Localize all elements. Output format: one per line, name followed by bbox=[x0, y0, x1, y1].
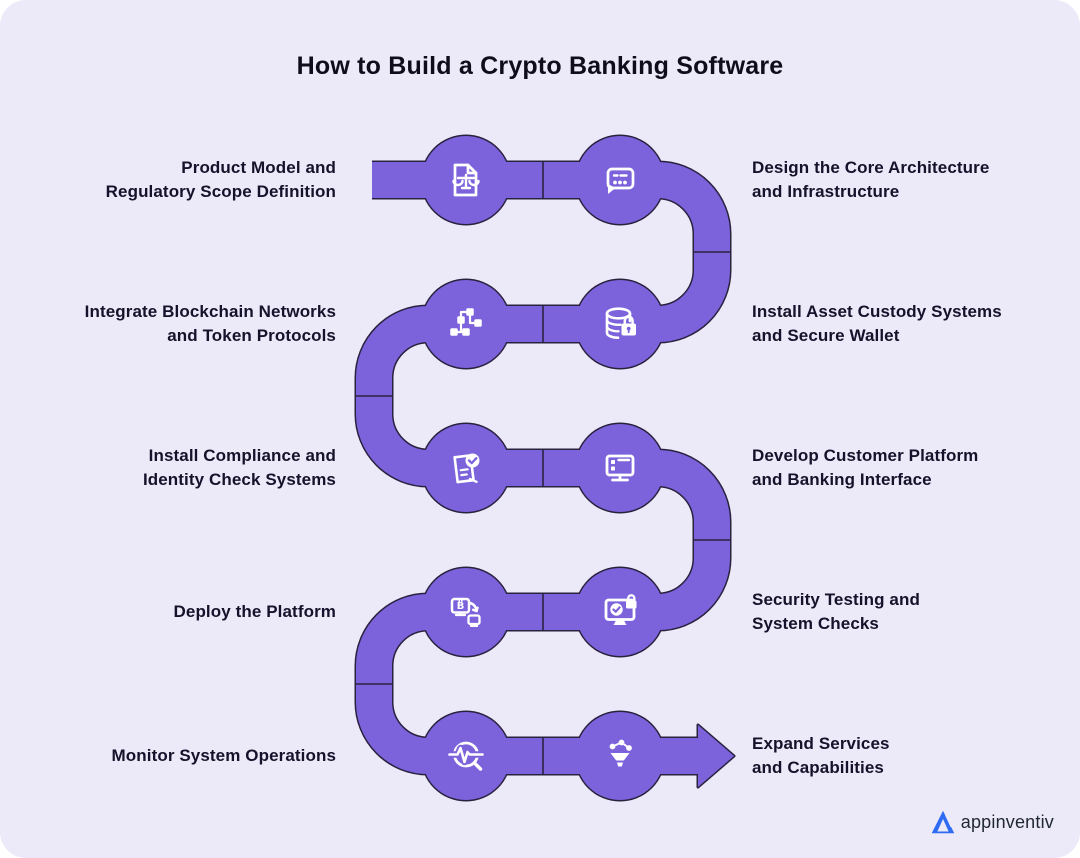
bitcoin-glyph: B bbox=[457, 601, 465, 612]
security-check-monitor-icon bbox=[604, 594, 637, 625]
label-asset-custody: Install Asset Custody Systems and Secure… bbox=[752, 302, 1002, 345]
database-lock-icon bbox=[605, 307, 636, 339]
label-compliance-identity: Install Compliance and Identity Check Sy… bbox=[142, 446, 336, 489]
logo-text: appinventiv bbox=[960, 811, 1054, 832]
label-product-model: Product Model and Regulatory Scope Defin… bbox=[105, 158, 336, 201]
expand-funnel-icon bbox=[609, 739, 632, 767]
banking-monitor-icon bbox=[605, 454, 635, 482]
label-monitor-operations: Monitor System Operations bbox=[111, 746, 336, 765]
label-expand-services: Expand Services and Capabilities bbox=[752, 734, 890, 777]
bitcoin-deploy-icon: B bbox=[450, 597, 481, 627]
flow-path bbox=[356, 136, 734, 800]
document-scales-icon bbox=[452, 163, 480, 197]
blueprint-chat-icon bbox=[606, 167, 635, 194]
segment-dividers bbox=[356, 162, 730, 774]
label-security-testing: Security Testing and System Checks bbox=[752, 590, 920, 633]
compliance-check-icon bbox=[453, 453, 480, 484]
label-core-architecture: Design the Core Architecture and Infrast… bbox=[752, 158, 990, 201]
step-node-customer-platform bbox=[576, 424, 664, 512]
page-title: How to Build a Crypto Banking Software bbox=[296, 52, 784, 80]
label-blockchain-networks: Integrate Blockchain Networks and Token … bbox=[84, 302, 336, 345]
appinventiv-logo: appinventiv bbox=[930, 808, 1054, 836]
step-node-compliance-identity bbox=[422, 424, 510, 512]
step-node-core-architecture bbox=[576, 136, 664, 224]
pulse-monitor-icon bbox=[446, 741, 486, 771]
arrow-end-icon bbox=[698, 725, 734, 787]
appinventiv-logo-icon bbox=[931, 810, 955, 834]
blockchain-nodes-icon bbox=[450, 308, 482, 336]
step-node-blockchain-networks bbox=[422, 280, 510, 368]
label-deploy-platform: Deploy the Platform bbox=[173, 602, 336, 621]
label-customer-platform: Develop Customer Platform and Banking In… bbox=[752, 446, 979, 489]
